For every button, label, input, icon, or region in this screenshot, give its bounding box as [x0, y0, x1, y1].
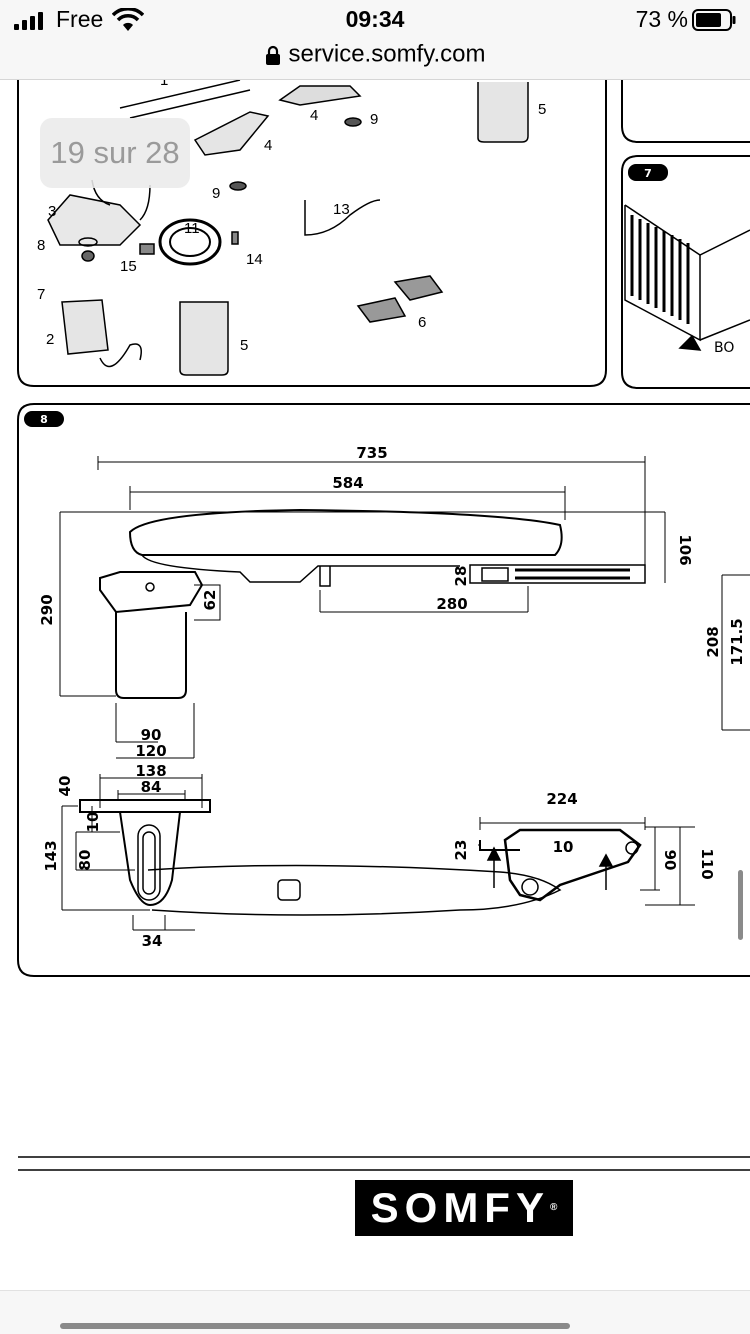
bracket-part-2	[193, 111, 270, 156]
cover-part	[179, 301, 229, 376]
dim-80: 80	[76, 850, 94, 871]
dim-34: 34	[142, 932, 163, 950]
logo-text: SOMFY	[370, 1184, 550, 1231]
figure7-label: BO	[714, 340, 734, 356]
pdf-page[interactable]: 7 BO	[0, 80, 750, 1290]
box-part	[477, 82, 529, 143]
status-bar: Free 09:34 73 % service.somfy.com	[0, 0, 750, 80]
part-label-4b: 4	[264, 137, 272, 154]
part-label-7: 7	[37, 286, 45, 303]
dim-224: 224	[546, 790, 577, 808]
battery-icon	[692, 9, 736, 31]
part-label-5a: 5	[538, 101, 546, 118]
part-label-14: 14	[246, 251, 263, 268]
wifi-icon	[112, 8, 144, 31]
vertical-scrollbar[interactable]	[738, 870, 743, 940]
figure-top-right-frame	[621, 80, 750, 143]
part-label-8: 8	[37, 237, 45, 254]
dim-120: 120	[135, 742, 166, 760]
part-label-1: 1	[160, 80, 168, 89]
browser-bottom-bar	[0, 1290, 750, 1334]
antenna-part	[304, 199, 381, 236]
dim-10b: 10	[553, 838, 574, 856]
remote-part	[393, 275, 444, 301]
dim-90b: 90	[661, 850, 679, 871]
dim-10a: 10	[84, 812, 102, 833]
bracket-part	[278, 85, 362, 106]
dim-110: 110	[698, 848, 716, 879]
manual-drawing: 7 BO	[17, 80, 750, 1171]
somfy-logo: SOMFY®	[355, 1180, 573, 1236]
part-label-11: 11	[184, 220, 200, 237]
dim-208: 208	[704, 626, 722, 657]
arm-part	[119, 80, 251, 119]
dim-138: 138	[135, 762, 166, 780]
figure7-badge-bg	[628, 164, 668, 181]
dim-40: 40	[56, 776, 74, 797]
dim-90a: 90	[141, 726, 162, 744]
part-label-4a: 4	[310, 107, 318, 124]
dim-23: 23	[452, 840, 470, 861]
parts-illustrations	[47, 80, 529, 376]
lock-icon	[265, 45, 280, 65]
battery-percent: 73 %	[635, 6, 688, 32]
address-bar[interactable]: service.somfy.com	[0, 40, 750, 69]
page-counter: 19 sur 28	[40, 118, 190, 188]
motor-front-view	[61, 774, 695, 931]
cable-coil-part	[158, 218, 222, 266]
figure7-badge: 7	[644, 167, 652, 180]
dim-84: 84	[141, 778, 162, 796]
part-label-2: 2	[46, 331, 54, 348]
url-text: service.somfy.com	[288, 40, 486, 68]
battery-box-part	[61, 299, 109, 355]
dim-290: 290	[38, 594, 56, 625]
figure8-badge-bg	[24, 411, 64, 427]
part-label-15: 15	[120, 258, 137, 275]
footer-rules	[18, 1156, 750, 1171]
dim-171-5: 171.5	[728, 618, 746, 665]
dim-28: 28	[452, 566, 470, 587]
part-label-6: 6	[418, 314, 426, 331]
dim-106: 106	[676, 534, 694, 565]
figure8-frame	[17, 403, 750, 977]
part-label-9b: 9	[212, 185, 220, 202]
control-unit-part	[47, 194, 142, 246]
dim-584: 584	[332, 474, 363, 492]
parts-figure-frame	[17, 80, 607, 387]
dim-143: 143	[42, 840, 60, 871]
part-label-5b: 5	[240, 337, 248, 354]
dim-280: 280	[436, 595, 467, 613]
gate-illustration	[624, 204, 750, 351]
part-label-9a: 9	[370, 111, 378, 128]
registered-mark: ®	[549, 1202, 558, 1213]
dim-62: 62	[201, 590, 219, 611]
home-indicator[interactable]	[60, 1323, 570, 1329]
motor-side-view	[59, 456, 750, 759]
part-label-13: 13	[333, 201, 350, 218]
screw-part	[344, 117, 362, 127]
signal-icon	[14, 12, 43, 30]
part-label-3: 3	[48, 203, 56, 220]
carrier-name: Free	[56, 6, 104, 32]
figure8-badge: 8	[40, 413, 48, 426]
figure7-frame	[621, 155, 750, 389]
dim-735: 735	[356, 444, 387, 462]
